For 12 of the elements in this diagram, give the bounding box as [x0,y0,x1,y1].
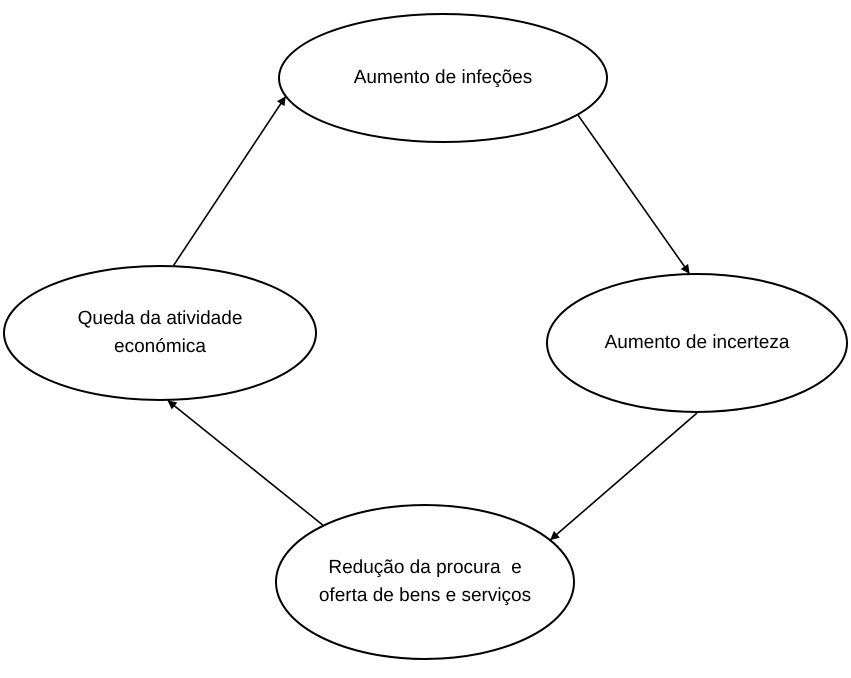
arrow [550,412,698,540]
node-label: Aumento de infeções [354,66,532,90]
node-label: Queda da atividade económica [76,307,244,359]
node-label: Aumento de incerteza [604,331,790,356]
node-label: Redução da procura e oferta de bens e serviços [318,556,532,608]
arrow [173,96,286,266]
process-ellipse [3,265,317,401]
process-ellipse [546,273,848,413]
process-ellipse [278,13,608,143]
arrow [578,114,690,274]
process-ellipse [275,504,575,660]
arrow [168,400,324,526]
